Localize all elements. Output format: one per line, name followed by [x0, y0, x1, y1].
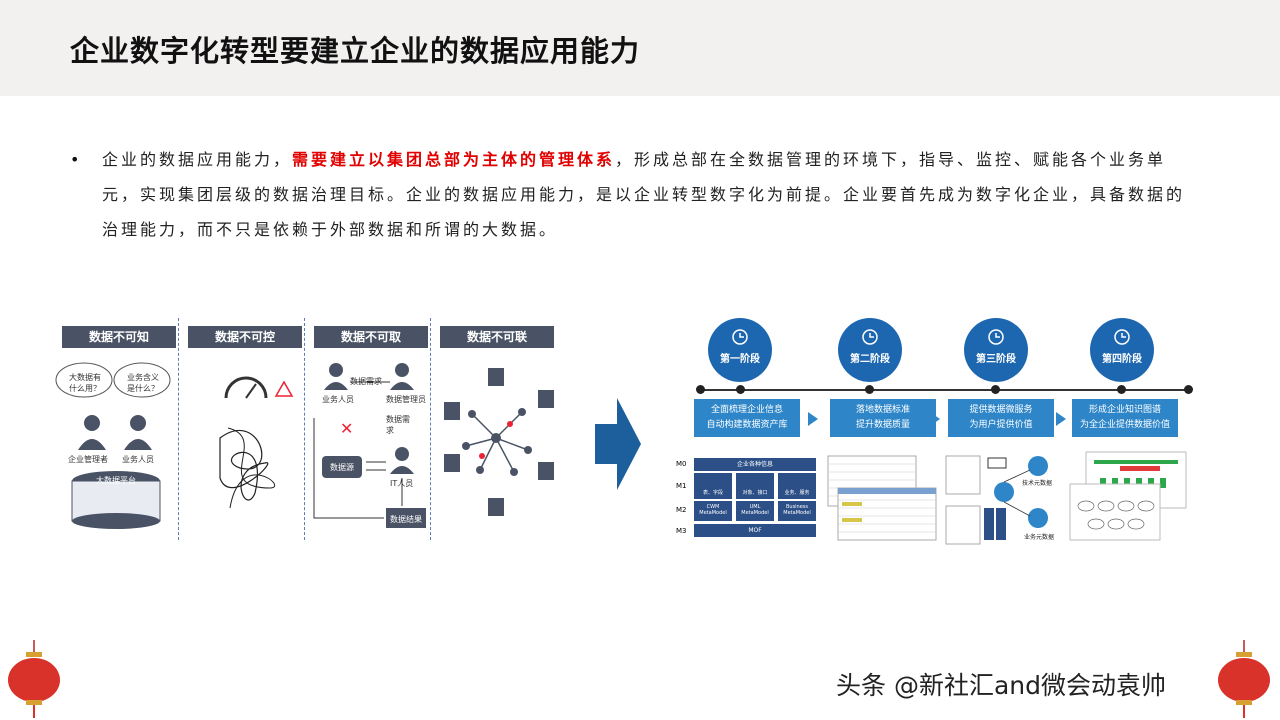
divider — [430, 318, 431, 540]
column-header-unknown: 数据不可知 — [62, 326, 176, 348]
step-arrow-icon — [808, 412, 818, 426]
meta-model: Business MetaModel — [778, 501, 816, 521]
bullet-highlight: 需要建立以集团总部为主体的管理体系 — [292, 150, 616, 169]
stage-4-thumbnail — [1069, 451, 1187, 541]
stage-2-circle — [838, 318, 902, 382]
title-bar — [0, 0, 1280, 96]
timeline-dot — [736, 385, 745, 394]
data-admin-label: 数据管理员 — [386, 395, 426, 404]
stage-3-line2: 为用户提供价值 — [969, 420, 1033, 430]
bubble-text-2: 业务含义是什么？ — [127, 373, 159, 393]
left-illustrations: ✕ — [55, 362, 554, 529]
stage-3-line1: 提供数据微服务 — [969, 405, 1033, 415]
page-title: 企业数字化转型要建立企业的数据应用能力 — [70, 34, 641, 68]
biz-person-label: 业务人员 — [322, 395, 354, 404]
bullet-icon: • — [70, 150, 80, 169]
stage-2-label: 第二阶段 — [850, 354, 890, 365]
stage-1-line2: 自动构建数据资产库 — [706, 420, 788, 430]
meta-model: UML MetaModel — [736, 501, 774, 521]
it-person-label: IT人员 — [390, 479, 414, 488]
stage-1-box: 全面梳理企业信息 自动构建数据资产库 — [694, 399, 800, 437]
stage-3-box: 提供数据微服务 为用户提供价值 — [948, 399, 1054, 437]
meta-top: 企业各种信息 — [694, 458, 816, 471]
divider — [304, 318, 305, 540]
svg-text:✕: ✕ — [340, 419, 353, 438]
stage-1-circle — [708, 318, 772, 382]
meta-bottom: MOF — [694, 524, 816, 537]
step-arrow-icon — [1056, 412, 1066, 426]
meta-model: CWM MetaModel — [694, 501, 732, 521]
result-label: 数据结果 — [390, 515, 422, 524]
stage-3-label: 第三阶段 — [976, 354, 1016, 365]
metamodel-diagram: M0 M1 M2 M3 企业各种信息 表、字段 对象、接口 业务、服务 CWM … — [676, 456, 816, 540]
datasource-label: 数据源 — [330, 463, 354, 472]
stage-4-line1: 形成企业知识图谱 — [1088, 405, 1161, 415]
column-header-unobtainable: 数据不可取 — [314, 326, 428, 348]
bubble-text-1: 大数据有什么用？ — [69, 373, 101, 393]
timeline-line — [700, 389, 1190, 391]
lantern-left-icon — [8, 640, 60, 718]
stage-2-box: 落地数据标准 提升数据质量 — [830, 399, 936, 437]
watermark: 头条 @新社汇and微会动袁帅 — [836, 671, 1166, 700]
timeline-dot — [1184, 385, 1193, 394]
stage-3-thumbnail — [945, 455, 1048, 545]
stage-3-tech-label: 技术元数据 — [1022, 480, 1053, 487]
bullet-paragraph: 企业的数据应用能力，需要建立以集团总部为主体的管理体系，形成总部在全数据管理的环… — [102, 142, 1202, 247]
platform-label: 大数据平台 — [96, 476, 136, 485]
m0-label: M0 — [676, 460, 687, 468]
stage-4-circle — [1090, 318, 1154, 382]
meta-cell: 对象、接口 — [736, 473, 774, 499]
person-label-manager: 企业管理者 — [68, 455, 108, 464]
req-label-2: 数据需求 — [386, 415, 410, 435]
meta-cell: 业务、服务 — [778, 473, 816, 499]
stage-4-line2: 为全企业提供数据价值 — [1079, 420, 1170, 430]
stage-3-biz-label: 业务元数据 — [1024, 534, 1055, 541]
m1-label: M1 — [676, 482, 687, 490]
stage-4-label: 第四阶段 — [1102, 354, 1142, 365]
timeline-dot — [865, 385, 874, 394]
person-label-staff: 业务人员 — [122, 455, 154, 464]
timeline-dot — [991, 385, 1000, 394]
m3-label: M3 — [676, 527, 687, 535]
stage-2-thumbnail — [827, 455, 937, 541]
divider — [178, 318, 179, 540]
m2-label: M2 — [676, 506, 687, 514]
lantern-right-icon — [1218, 640, 1270, 718]
column-header-uncontrolled: 数据不可控 — [188, 326, 302, 348]
stage-4-box: 形成企业知识图谱 为全企业提供数据价值 — [1072, 399, 1178, 437]
stage-2-line2: 提升数据质量 — [855, 420, 910, 430]
left-panel: 数据不可知 数据不可控 数据不可取 数据不可联 ✕ — [40, 318, 565, 540]
stage-3-circle — [964, 318, 1028, 382]
bullet-text-post: ，形成总部在全数据管理的环境下，指导、监控、赋能各个业务单元，实现集团层级的数据… — [102, 150, 1186, 239]
stage-1-label: 第一阶段 — [720, 354, 760, 365]
req-label-1: 数据需求 — [350, 377, 382, 386]
timeline-dot — [1117, 385, 1126, 394]
big-arrow-icon — [595, 398, 641, 490]
bullet-text-pre: 企业的数据应用能力， — [102, 150, 293, 169]
column-header-unlinked: 数据不可联 — [440, 326, 554, 348]
stage-1-line1: 全面梳理企业信息 — [710, 405, 783, 415]
meta-cell: 表、字段 — [694, 473, 732, 499]
step-arrow-icon — [930, 412, 940, 426]
timeline-dot — [696, 385, 705, 394]
stage-2-line1: 落地数据标准 — [855, 405, 910, 415]
